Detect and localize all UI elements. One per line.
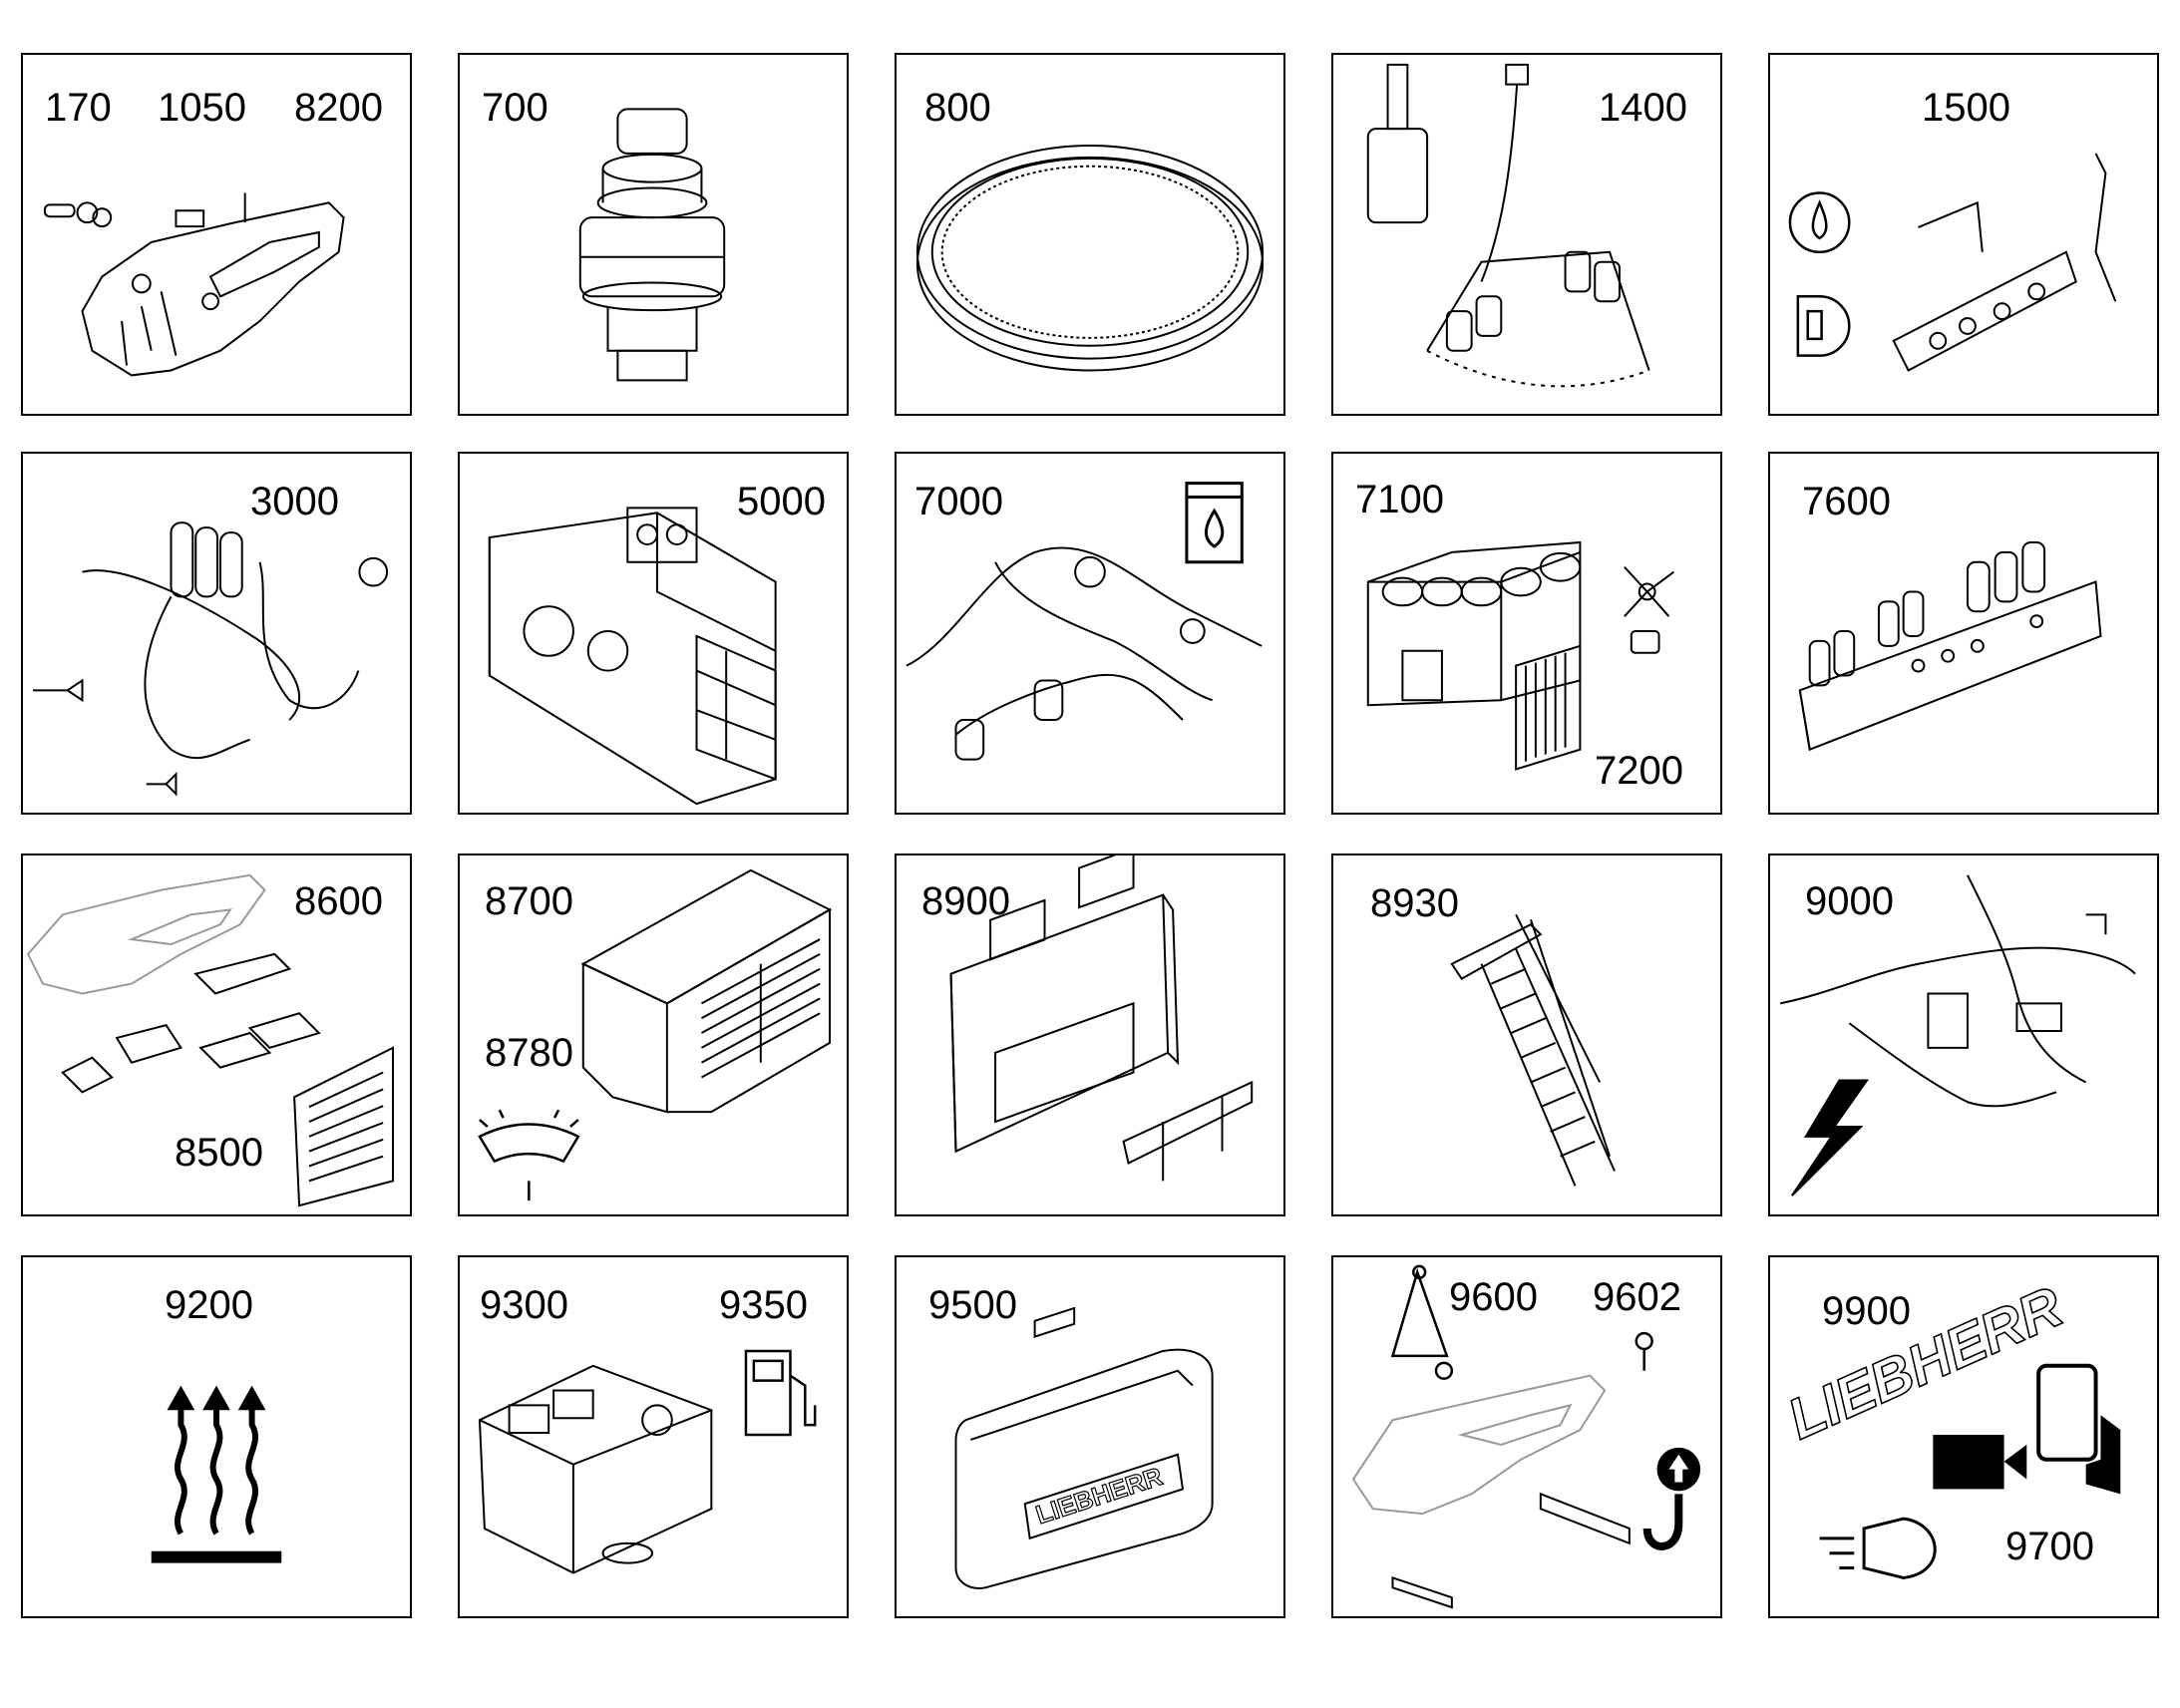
part-number: 8500 [175,1131,263,1175]
part-number: 8200 [294,86,383,130]
part-number: 9900 [1822,1289,1911,1333]
radiator-icon [1516,646,1580,770]
access-ladder-icon [1333,855,1720,1214]
tile-1500[interactable]: 1500 [1768,53,2159,416]
part-number: 7000 [914,480,1003,523]
electrical-harness-icon [1780,875,2135,1107]
part-number: 8930 [1370,881,1459,925]
part-number: 1050 [158,86,246,130]
part-number: 8780 [485,1031,573,1075]
part-number: 700 [482,86,548,130]
parts-catalog-grid: 170 1050 8200 700 [21,53,2159,1660]
part-number: 7100 [1355,478,1444,521]
boom-arm-icon [1353,1376,1605,1514]
part-number: 9200 [165,1283,253,1327]
boom-cover-plates-icon [28,875,264,994]
tile-700[interactable]: 700 [458,53,849,416]
tile-9500[interactable]: LIEBHERR 9500 [895,1255,1285,1618]
part-number: 9500 [928,1283,1017,1327]
control-valve-block-icon [1770,454,2157,813]
valve-block-icon [1894,154,2116,371]
travel-gear-motor-icon [460,55,847,414]
hydraulic-lubrication-icon [1333,55,1720,414]
engine-oil-symbol-icon [1790,192,1849,251]
hydraulic-oil-symbol-icon [1187,484,1242,562]
part-number: 9300 [480,1283,568,1327]
part-number: 9700 [2005,1525,2094,1568]
tile-8930[interactable]: 8930 [1331,854,1722,1216]
pump-block-icon [1368,542,1581,705]
tile-9600-9602[interactable]: 9600 9602 [1331,1255,1722,1618]
guard-rail-icon [1124,1082,1253,1181]
tile-5000[interactable]: 5000 [458,452,849,815]
part-number: 9600 [1449,1275,1538,1319]
camera-icon [1933,1435,2027,1490]
part-number: 8900 [921,879,1010,923]
fuel-pump-icon [746,1351,815,1435]
lightning-bolt-icon [1792,1080,1867,1196]
tile-9900-9700[interactable]: LIEBHERR 9900 9700 [1768,1255,2159,1618]
tile-9000[interactable]: 9000 [1768,854,2159,1216]
tile-3000[interactable]: 3000 [21,452,412,815]
grille-panel-icon [294,1048,393,1205]
part-number: 8700 [485,879,573,923]
mirror-icon [2038,1366,2121,1495]
tile-9200[interactable]: 9200 [21,1255,412,1618]
tile-1400[interactable]: 1400 [1331,53,1722,416]
part-number: 3000 [250,480,339,523]
part-number: 1400 [1599,86,1687,130]
part-number: 170 [45,86,112,130]
fuel-symbol-icon [1798,296,1849,355]
part-number: 9602 [1593,1275,1681,1319]
part-number: 7200 [1595,749,1683,793]
part-number: 9000 [1805,879,1894,923]
uppercarriage-frame-icon [951,855,1178,1152]
part-number: 9350 [719,1283,808,1327]
slewing-ring-icon [897,55,1283,414]
tile-8600-8500[interactable]: 8600 8500 [21,854,412,1216]
part-number: 5000 [737,480,826,523]
part-number: 8600 [294,879,383,923]
headlight-icon [1820,1519,1936,1577]
tile-800[interactable]: 800 [895,53,1285,416]
fan-icon [1625,567,1673,653]
tile-7600[interactable]: 7600 [1768,452,2159,815]
tile-8700-8780[interactable]: 8700 8780 [458,854,849,1216]
part-number: 1500 [1922,86,2010,130]
tile-9300-9350[interactable]: 9300 9350 [458,1255,849,1618]
tile-170-1050-8200[interactable]: 170 1050 8200 [21,53,412,416]
tile-7000[interactable]: 7000 [895,452,1285,815]
boom-arm-icon [23,55,410,414]
tile-8900[interactable]: 8900 [895,854,1285,1216]
lifting-sling-icon [1392,1266,1451,1379]
eye-bolt-icon [1636,1333,1652,1371]
brand-decal-icon: LIEBHERR [1033,1463,1167,1530]
wiper-gauge-icon [480,1110,578,1200]
fuel-tank-unit-icon [480,1366,711,1573]
heating-symbol-icon [151,1385,282,1563]
hydraulic-harness-icon [23,454,410,813]
counterweight-icon: LIEBHERR [897,1257,1283,1616]
engine-module-icon [460,454,847,813]
part-number: 800 [924,86,991,130]
cab-icon [583,870,830,1112]
hydraulic-lines-icon [907,547,1262,759]
tile-7100-7200[interactable]: 7100 7200 [1331,452,1722,815]
part-number: 7600 [1802,480,1891,523]
crane-hook-icon [1647,1447,1701,1546]
